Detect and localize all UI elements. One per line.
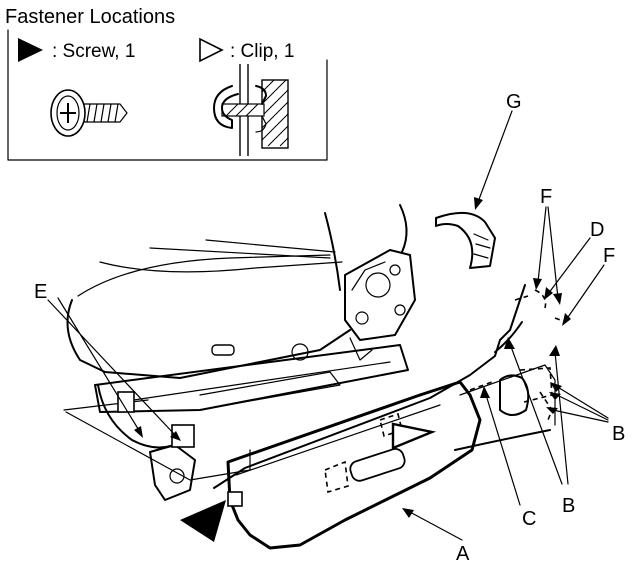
- screw-marker-icon: [18, 38, 43, 62]
- legend-frame: [7, 29, 328, 161]
- fastener-legend: Fastener Locations : Screw, 1 : Clip, 1: [5, 6, 328, 161]
- harness-connector: [97, 384, 195, 449]
- recliner-mechanism: [344, 249, 416, 361]
- callout-b-right: B: [612, 423, 625, 445]
- screw-illustration-icon: [50, 89, 128, 137]
- clip-label: : Clip, 1: [230, 41, 294, 62]
- callout-b-lower: B: [562, 495, 575, 517]
- callout-f-right: F: [603, 245, 615, 267]
- screw-label: : Screw, 1: [52, 41, 135, 62]
- side-cover-a: [213, 284, 567, 550]
- callout-e: E: [34, 281, 47, 303]
- clip-marker-icon: [199, 37, 224, 63]
- seat-cushion-outline: [66, 204, 408, 379]
- callout-labels: A B B C D E F F G: [34, 91, 625, 565]
- callout-f-upper: F: [540, 186, 552, 208]
- callout-g: G: [506, 91, 522, 113]
- callout-c: C: [522, 508, 536, 530]
- seat-track: [63, 343, 409, 501]
- screw-location-icon: [180, 500, 226, 542]
- screw-hole: [227, 491, 243, 507]
- clip-location-icon: [391, 422, 437, 450]
- trim-cover-g: [435, 211, 496, 269]
- callout-a: A: [456, 543, 470, 565]
- leader-lines: [47, 110, 609, 541]
- legend-title: Fastener Locations: [5, 6, 175, 28]
- clip-illustration-icon: [213, 64, 289, 156]
- callout-d: D: [590, 219, 604, 241]
